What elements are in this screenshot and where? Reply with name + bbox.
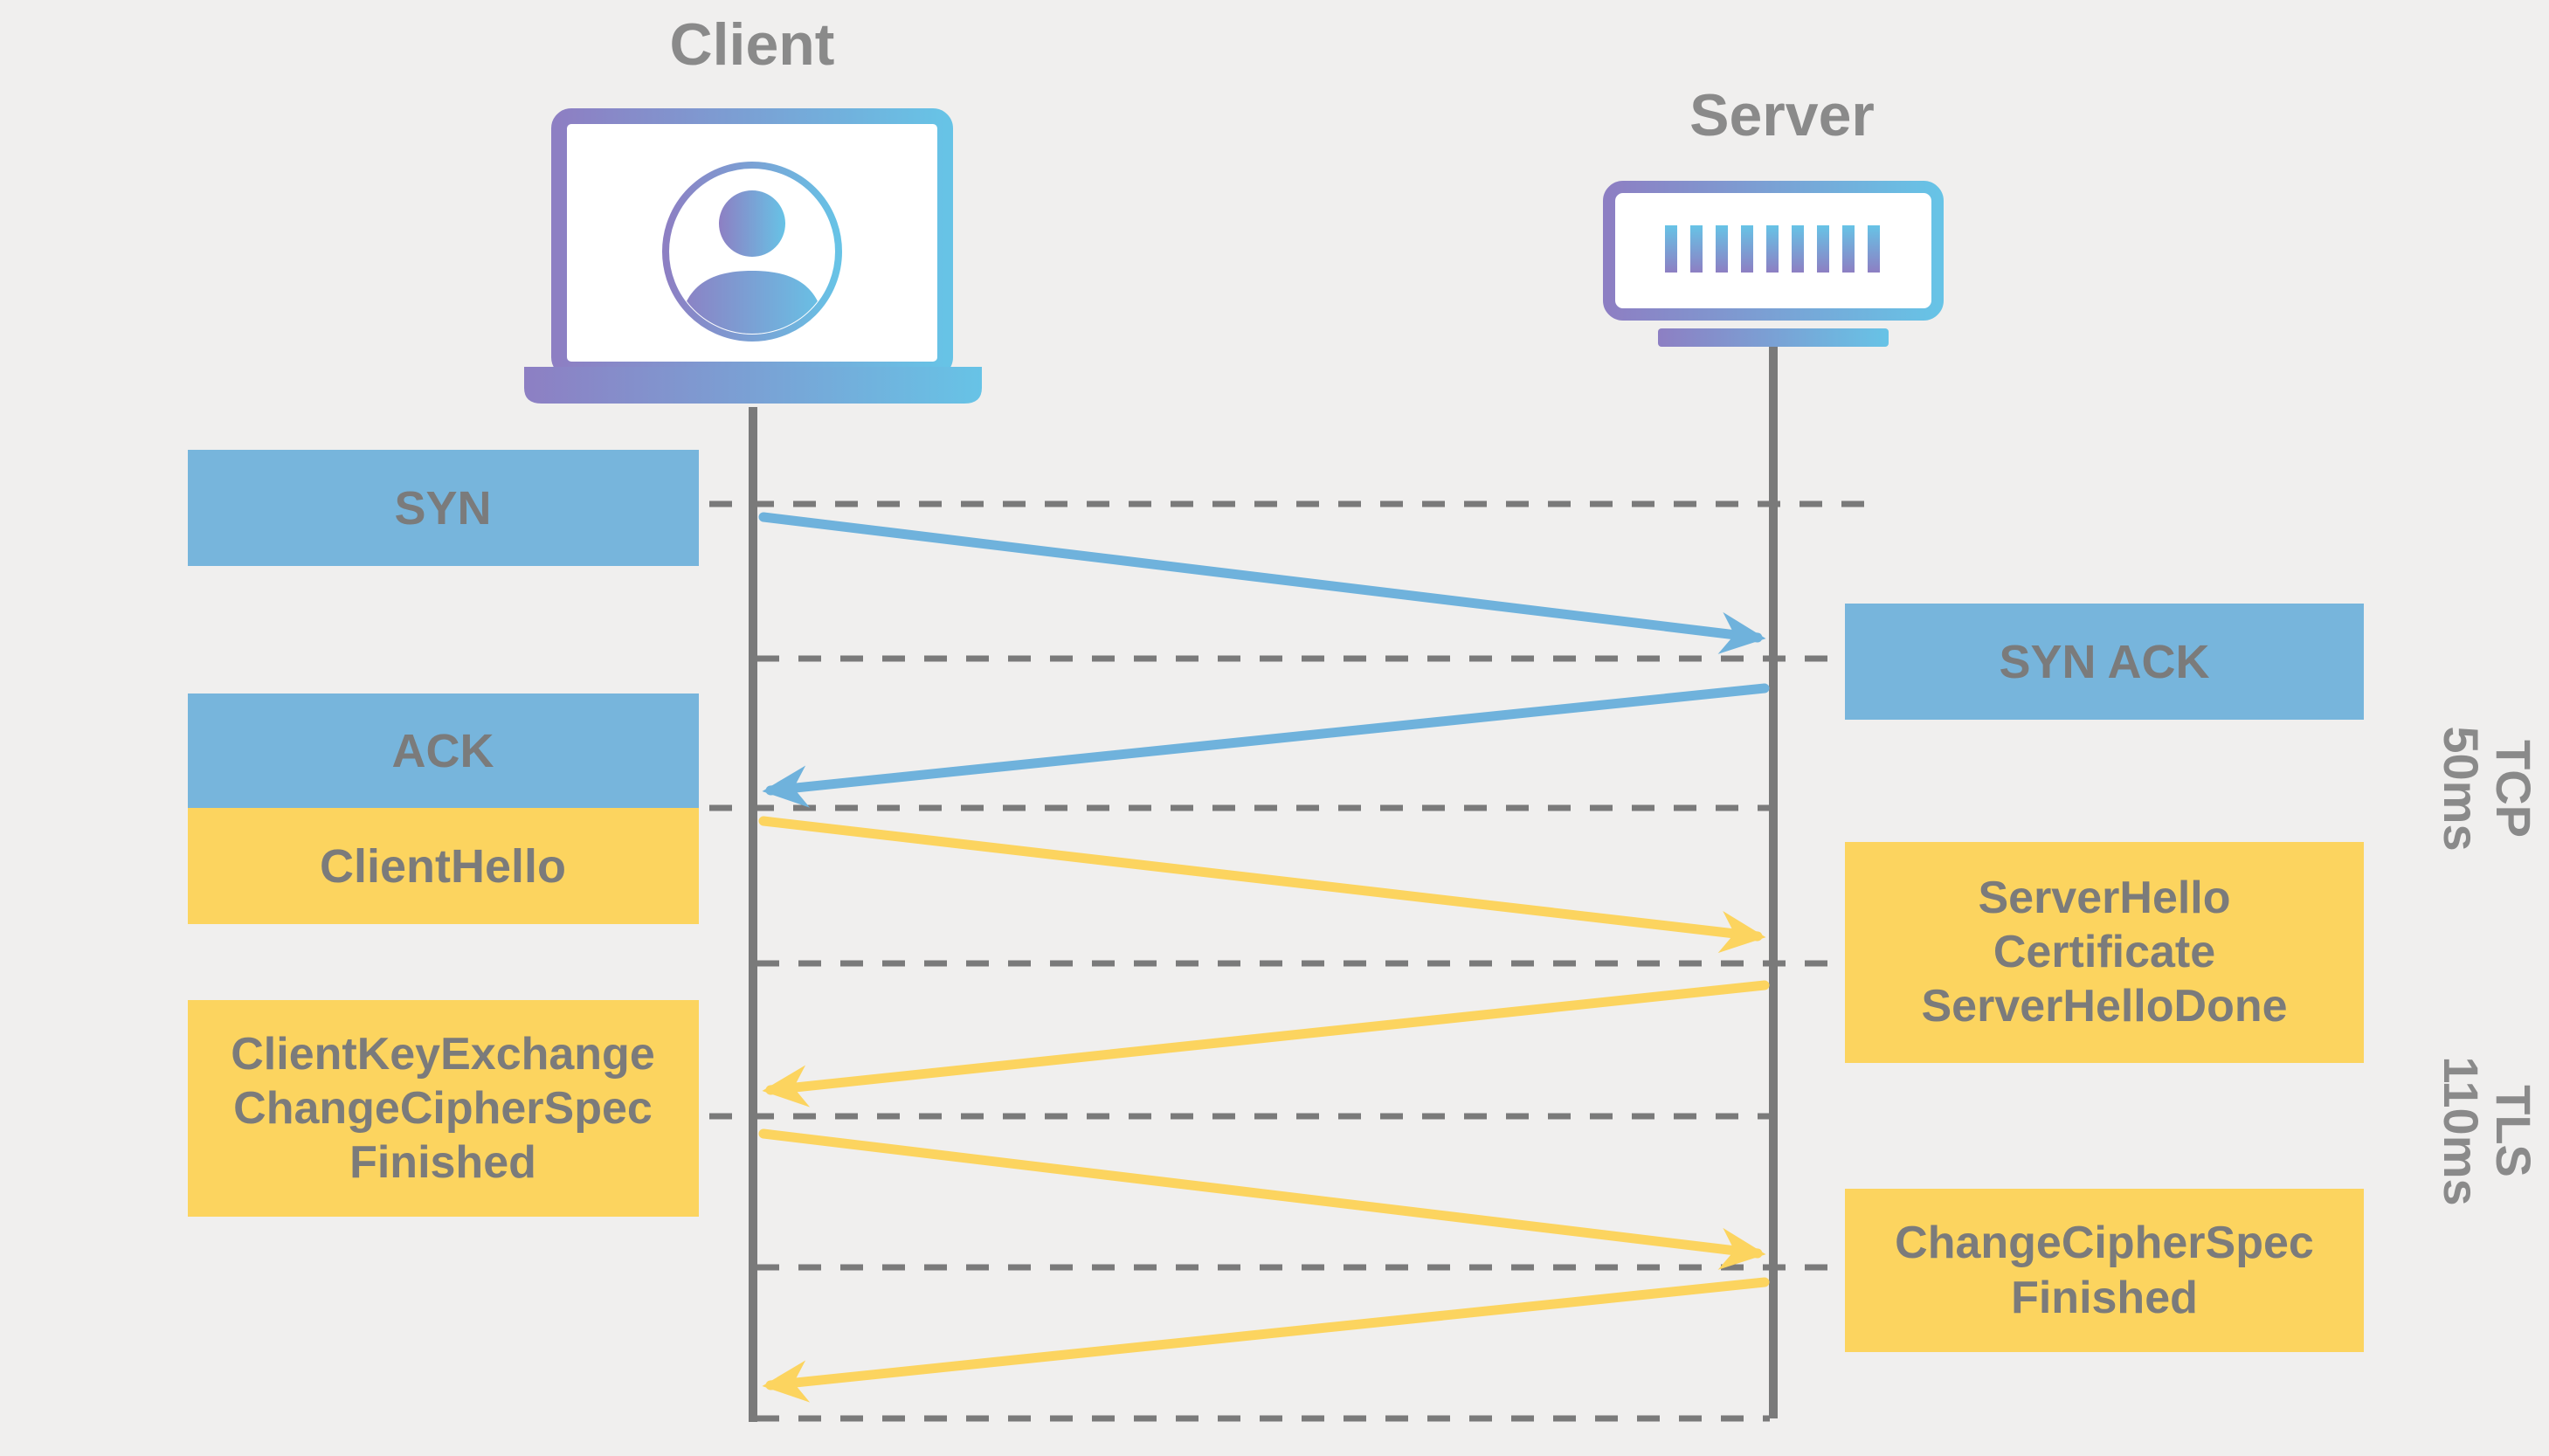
client-key-exchange-line-2: ChangeCipherSpec bbox=[233, 1083, 653, 1134]
server-base-bar bbox=[1658, 328, 1889, 347]
tcp-protocol-label: TCP bbox=[2486, 740, 2541, 838]
tcp-latency-label: 50ms bbox=[2434, 726, 2489, 851]
client-header-label: Client bbox=[670, 11, 835, 78]
change-cipher-spec-arrow bbox=[762, 1277, 1770, 1403]
syn-arrow bbox=[758, 512, 1766, 654]
change-cipher-spec-message-box: ChangeCipherSpec Finished bbox=[1845, 1189, 2364, 1352]
avatar-circle bbox=[662, 162, 842, 342]
server-vent-bars bbox=[1665, 225, 1880, 273]
server-hello-message-box: ServerHello Certificate ServerHelloDone bbox=[1845, 842, 2364, 1063]
syn-message-box: SYN bbox=[188, 450, 699, 566]
syn-message-label: SYN bbox=[394, 482, 491, 535]
client-hello-message-label: ClientHello bbox=[320, 840, 566, 893]
server-hello-line-1: ServerHello bbox=[1978, 873, 2230, 923]
client-hello-arrow bbox=[758, 816, 1766, 954]
client-laptop-icon bbox=[524, 108, 982, 404]
tls-protocol-label: TLS bbox=[2486, 1085, 2541, 1177]
client-key-exchange-line-1: ClientKeyExchange bbox=[231, 1029, 655, 1080]
server-rack-icon bbox=[1603, 181, 1944, 347]
ack-box-rect bbox=[188, 693, 699, 808]
server-hello-line-2: Certificate bbox=[1993, 927, 2215, 977]
ack-message-label: ACK bbox=[392, 725, 494, 777]
user-avatar-icon bbox=[662, 162, 842, 342]
server-hello-box-rect bbox=[1845, 842, 2364, 1063]
client-key-exchange-arrow bbox=[758, 1128, 1766, 1270]
syn-ack-message-label: SYN ACK bbox=[1999, 636, 2209, 688]
client-key-exchange-message-box: ClientKeyExchange ChangeCipherSpec Finis… bbox=[188, 1000, 699, 1217]
client-hello-message-box: ClientHello bbox=[188, 808, 699, 924]
server-header-label: Server bbox=[1689, 82, 1875, 148]
tls-latency-label: 110ms bbox=[2434, 1056, 2489, 1205]
tcp-phase-label: TCP 50ms bbox=[2434, 726, 2541, 851]
ack-message-box: ACK bbox=[188, 693, 699, 808]
syn-ack-box-rect bbox=[1845, 604, 2364, 720]
tls-phase-label: TLS 110ms bbox=[2434, 1056, 2541, 1205]
syn-ack-message-box: SYN ACK bbox=[1845, 604, 2364, 720]
client-key-exchange-line-3: Finished bbox=[349, 1137, 536, 1188]
change-cipher-spec-line-1: ChangeCipherSpec bbox=[1895, 1218, 2314, 1268]
change-cipher-spec-box-rect bbox=[1845, 1189, 2364, 1352]
client-key-exchange-box-rect bbox=[188, 1000, 699, 1217]
syn-ack-arrow bbox=[762, 683, 1770, 808]
syn-box-rect bbox=[188, 450, 699, 566]
server-hello-arrow bbox=[762, 980, 1770, 1108]
client-hello-box-rect bbox=[188, 808, 699, 924]
laptop-base bbox=[524, 367, 982, 404]
avatar-head bbox=[719, 190, 785, 257]
change-cipher-spec-line-2: Finished bbox=[2011, 1273, 2198, 1323]
server-hello-line-3: ServerHelloDone bbox=[1921, 981, 2287, 1032]
